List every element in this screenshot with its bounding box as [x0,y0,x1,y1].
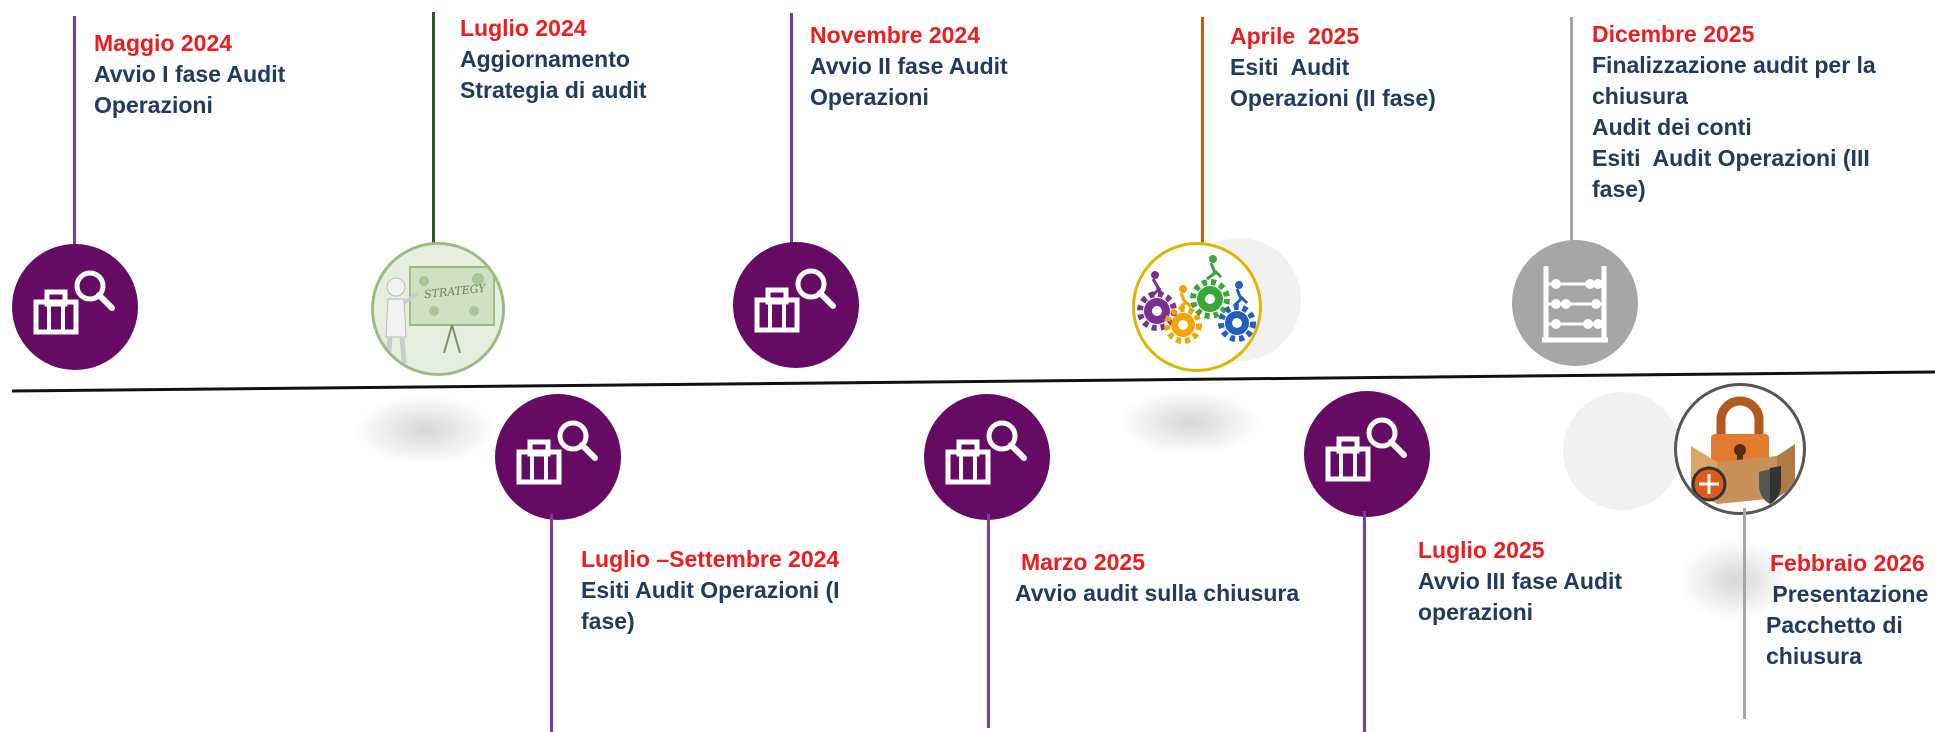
milestone-circle [1512,240,1638,366]
milestone-text: chiusura [1766,643,1862,669]
ghost-abacus-circle [1563,392,1681,510]
audit-briefcase-search-icon [516,420,598,485]
milestone-label-marzo-2025: Marzo 2025 Avvio audit sulla chiusura [1015,547,1299,609]
milestone-label-luglio-2025: Luglio 2025 Avvio III fase Audit operazi… [1418,535,1622,628]
audit-briefcase-search-icon [1325,417,1407,482]
locked-box-icon [1691,396,1795,504]
milestone-text: Pacchetto di [1766,612,1903,638]
milestone-date: Luglio 2025 [1418,537,1545,563]
milestone-date: Novembre 2024 [810,22,981,48]
milestone-text: fase) [1592,176,1646,202]
milestone-date: Marzo 2025 [1021,549,1146,575]
audit-briefcase-search-icon [33,270,115,335]
connector-line [987,514,990,728]
milestone-date: Dicembre 2025 [1592,21,1755,47]
audit-briefcase-search-icon [754,268,836,333]
connector-line [432,12,435,248]
milestone-date: Luglio 2024 [460,15,587,41]
connector-line [73,16,76,252]
connector-line [1570,17,1573,245]
strategy-circle: STRATEGY [371,242,505,376]
milestone-text: Operazioni [94,92,213,118]
milestone-label-novembre-2024: Novembre 2024 Avvio II fase Audit Operaz… [810,20,1008,113]
milestone-label-febbraio-2026: Febbraio 2026 Presentazione Pacchetto di… [1766,548,1928,672]
milestone-label-luglio-settembre-2024: Luglio –Settembre 2024 Esiti Audit Opera… [581,544,840,637]
milestone-text: Esiti Audit [1230,54,1350,80]
milestone-circle [924,394,1050,520]
milestone-label-maggio-2024: Maggio 2024 Avvio I fase Audit Operazion… [94,28,285,121]
abacus-icon [1542,266,1608,343]
milestone-label-dicembre-2025: Dicembre 2025 Finalizzazione audit per l… [1592,19,1876,205]
milestone-label-aprile-2025: Aprile 2025 Esiti Audit Operazioni (II f… [1230,21,1436,114]
milestone-text: Aggiornamento [460,46,630,72]
connector-line [1363,511,1366,732]
milestone-text: Operazioni (II fase) [1230,85,1436,111]
connector-line [1201,17,1204,247]
milestone-circle [1304,391,1430,517]
milestone-date: Aprile 2025 [1230,23,1360,49]
audit-briefcase-search-icon [945,420,1027,485]
milestone-circle [733,242,859,368]
milestone-text: Audit dei conti [1592,114,1752,140]
milestone-date: Maggio 2024 [94,30,233,56]
milestone-text: Avvio II fase Audit [810,53,1008,79]
connector-line [1743,508,1746,719]
milestone-text: fase) [581,608,635,634]
milestone-text: operazioni [1418,599,1534,625]
gears-circle [1132,242,1262,372]
connector-line [790,13,793,251]
locked-box-circle [1674,383,1806,515]
milestone-text: Esiti Audit Operazioni (III [1592,145,1870,171]
milestone-text: Presentazione [1766,581,1929,607]
milestone-circle [12,244,138,370]
milestone-date: Luglio –Settembre 2024 [581,546,840,572]
milestone-text: Avvio audit sulla chiusura [1015,580,1300,606]
milestone-text: Avvio I fase Audit [94,61,286,87]
shadow [355,395,495,465]
milestone-circle [495,394,621,520]
milestone-text: Avvio III fase Audit [1418,568,1623,594]
shadow [1680,540,1790,620]
shadow [1120,390,1260,455]
strategy-board-icon [374,245,502,373]
milestone-text: Esiti Audit Operazioni (I [581,577,840,603]
milestone-text: Strategia di audit [460,77,647,103]
connector-line [550,514,553,732]
milestone-label-luglio-2024: Luglio 2024 Aggiornamento Strategia di a… [460,13,647,106]
milestone-text: Finalizzazione audit per la [1592,52,1876,78]
milestone-text: Operazioni [810,84,929,110]
gears-people-icon [1137,255,1256,344]
milestone-date: Febbraio 2026 [1770,550,1925,576]
milestone-text: chiusura [1592,83,1688,109]
